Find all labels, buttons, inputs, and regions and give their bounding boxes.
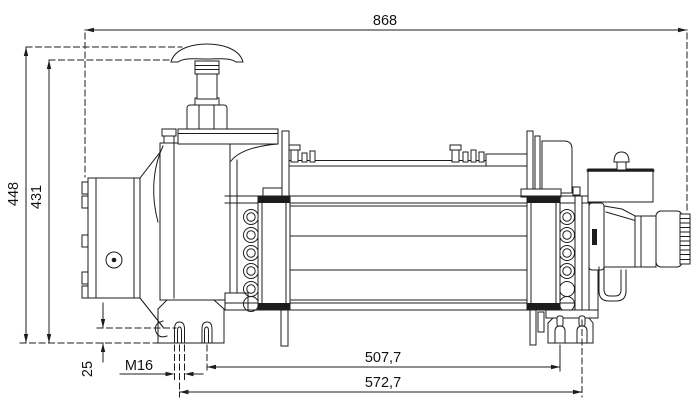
drum-flange-left [257,195,291,311]
cover-bolt [161,128,177,137]
dim-label-448: 448 [6,182,22,206]
breather-cap [613,151,630,163]
tie-plate-right [526,130,534,197]
gearbox-top-plate [161,128,279,145]
motor-ribbed-end [679,213,691,265]
drain-pipe [598,266,627,302]
knob-hex-nut [186,104,228,132]
dim-bolt-thread: M16 [119,344,204,398]
control-valve-block [586,151,655,203]
dim-foot-height: 25 [80,302,177,377]
tie-plate-left [281,130,290,197]
tie-rod-assembly [262,130,581,198]
mounting-foot-left [139,297,225,344]
dim-label-25: 25 [80,361,96,377]
mounting-foot-right [529,309,599,346]
rope-guide-curl [154,320,168,338]
dim-label-m16: M16 [125,358,153,374]
m16-bolt-hole [201,321,213,344]
dim-label-868: 868 [373,13,397,29]
dim-label-431: 431 [29,185,45,209]
drum-flange-right [526,195,561,311]
m16-bolt-hole [174,321,185,344]
foot-bolt [554,325,566,344]
rope-coils-right [559,209,575,312]
knob-stem [196,73,218,100]
dimension-annotations: 868 448 431 25 [6,13,688,398]
knob-cap [170,43,244,63]
drain-plug [105,251,123,269]
dim-handle-height: 431 [29,59,173,344]
dim-label-507-7: 507,7 [365,350,401,366]
machine-outline [81,43,691,347]
pawl-bracket [541,140,573,194]
dim-bolt-span-inner: 507,7 [206,344,561,373]
dim-bolt-span-outer: 572,7 [179,319,583,398]
cable-drum-barrel [289,205,528,301]
clutch-knob [170,43,244,132]
hydraulic-motor [588,202,691,302]
support-tab [280,309,289,347]
dim-label-572-7: 572,7 [365,375,401,391]
dim-overall-height: 448 [6,46,183,344]
dim-overall-length: 868 [84,13,688,213]
gearbox-end-cap [81,177,141,299]
